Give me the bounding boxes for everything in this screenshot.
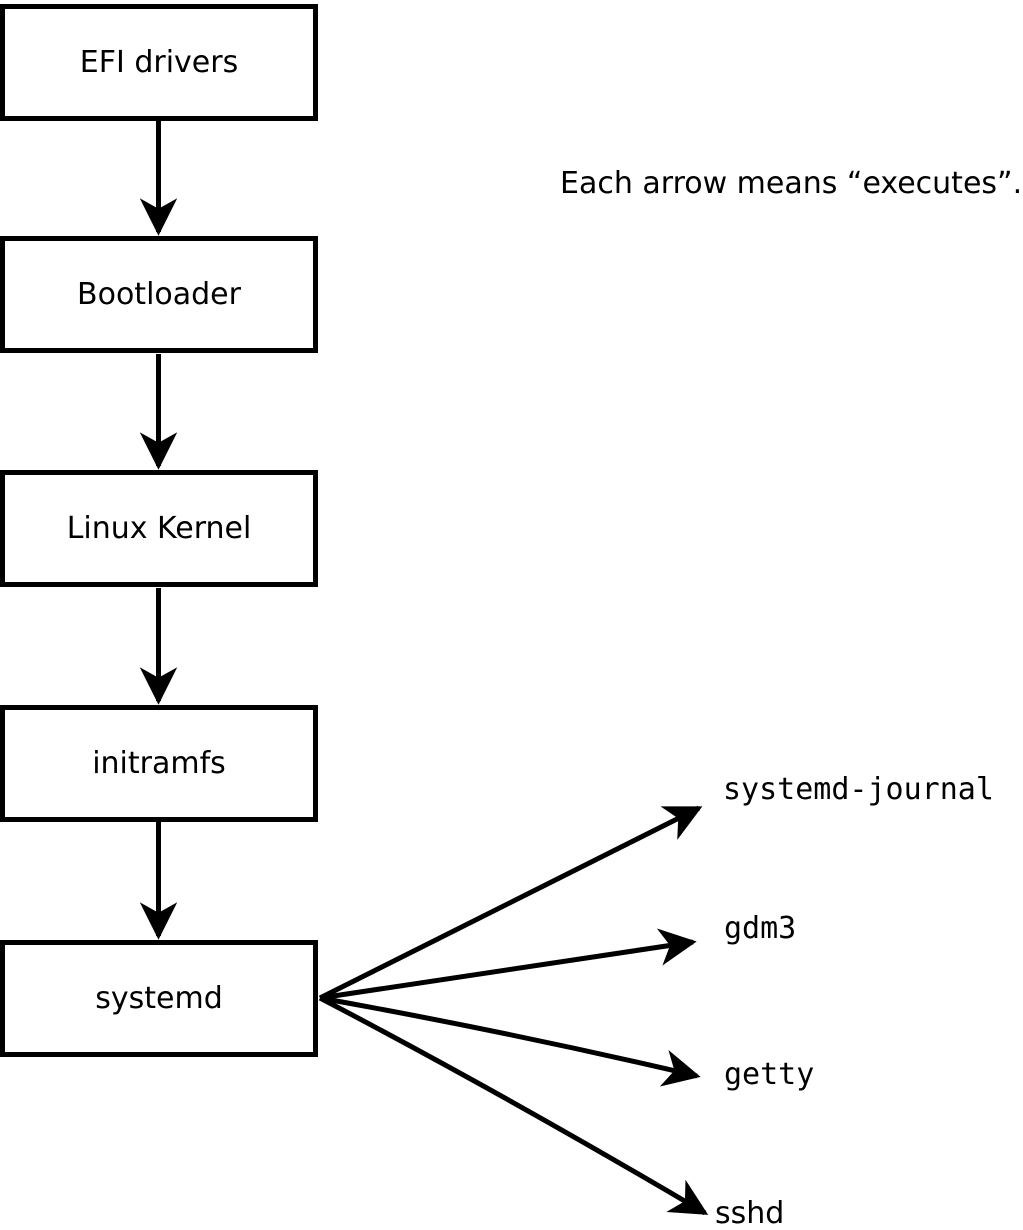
node-systemd-label: systemd [95,981,223,1016]
caption-arrow-meaning: Each arrow means “executes”. [560,166,1023,201]
leaf-sshd: sshd [715,1196,785,1230]
node-linux-kernel-label: Linux Kernel [66,511,252,546]
node-systemd: systemd [0,940,318,1057]
node-linux-kernel: Linux Kernel [0,470,318,587]
node-efi-drivers-label: EFI drivers [79,45,239,80]
arrow-systemd-to-sshd [318,995,709,1216]
node-bootloader: Bootloader [0,236,318,353]
leaf-systemd-journal: systemd-journal [723,772,994,807]
node-efi-drivers: EFI drivers [0,4,318,121]
node-bootloader-label: Bootloader [77,277,241,312]
leaf-getty: getty [724,1057,815,1092]
leaf-gdm3: gdm3 [724,911,797,946]
node-initramfs-label: initramfs [92,746,226,781]
arrow-systemd-to-gdm3 [319,928,697,1001]
arrow-systemd-to-journal [318,805,703,1001]
node-initramfs: initramfs [0,705,318,822]
arrow-systemd-to-getty [319,995,701,1087]
